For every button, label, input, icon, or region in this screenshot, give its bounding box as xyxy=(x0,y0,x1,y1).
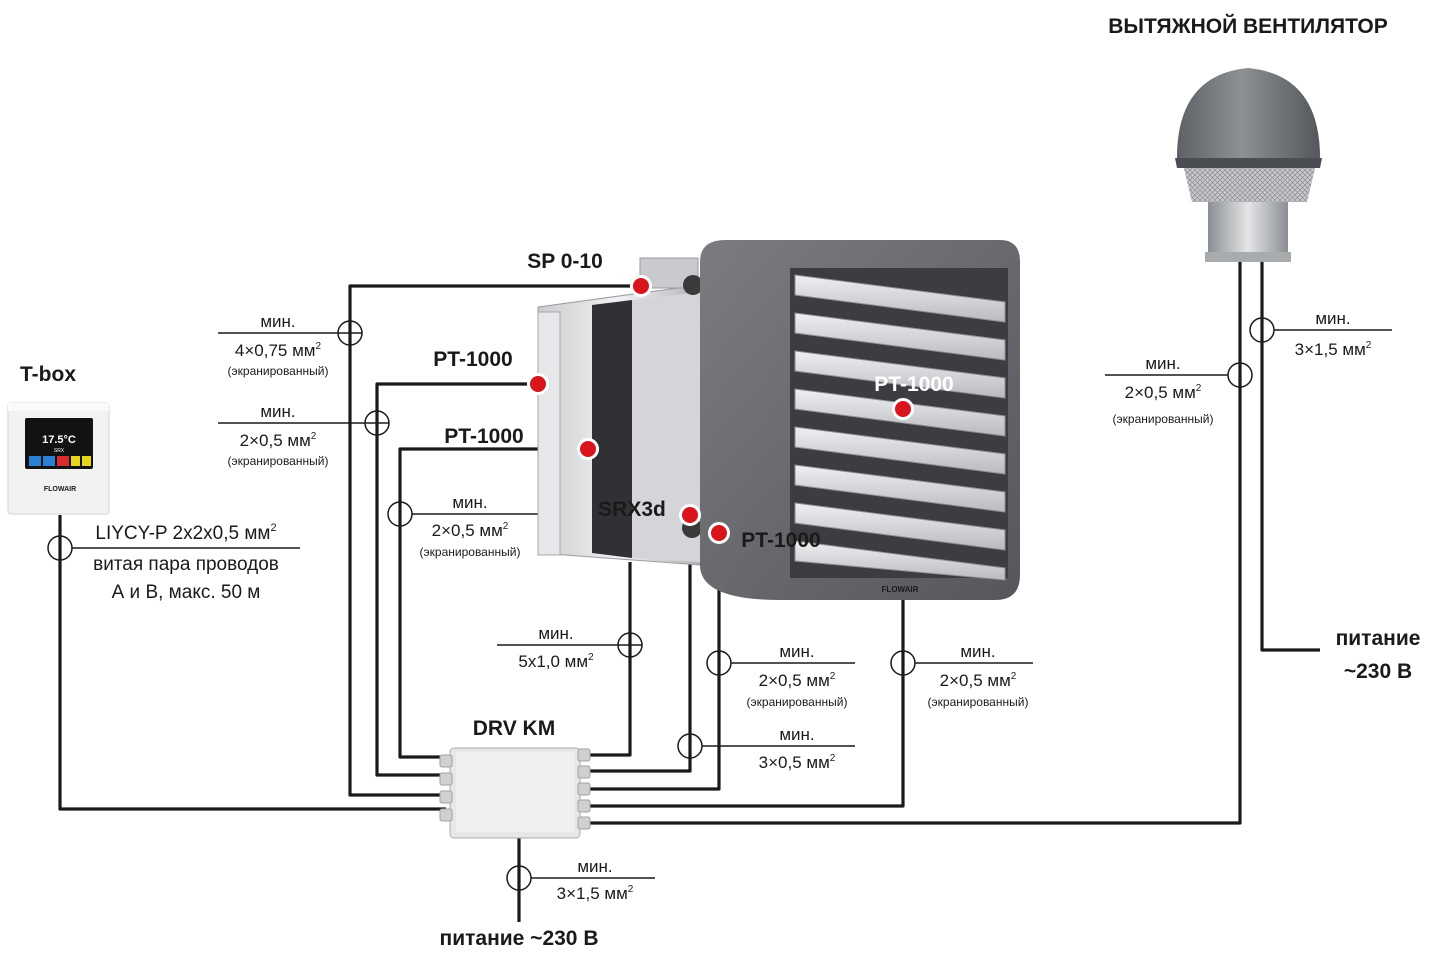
tbox-label: T-box xyxy=(20,363,76,386)
svg-text:мин.: мин. xyxy=(779,642,814,661)
cable-label-fan-power: мин. 3×1,5 мм2 xyxy=(1295,309,1372,359)
heater-unit: FLOWAIR xyxy=(537,240,1020,600)
sensor-label-pt1: PT-1000 xyxy=(433,348,512,371)
wires xyxy=(58,262,1320,922)
svg-text:2×0,5 мм2: 2×0,5 мм2 xyxy=(1125,383,1202,402)
wire-pt3 xyxy=(583,533,721,791)
tbox-cable-label: LIYCY-P 2x2x0,5 мм2 витая пара проводов … xyxy=(93,522,279,603)
svg-text:(экранированный): (экранированный) xyxy=(420,545,521,559)
tbox-cable-line1: LIYCY-P 2x2x0,5 мм xyxy=(95,523,270,544)
wire-tbox xyxy=(58,515,446,811)
controller-label: DRV KM xyxy=(473,717,555,740)
svg-text:мин.: мин. xyxy=(577,857,612,876)
cable-label-pt3: мин. 2×0,5 мм2 (экранированный) xyxy=(747,642,848,709)
svg-text:4×0,75 мм2: 4×0,75 мм2 xyxy=(235,341,322,360)
wire-sp xyxy=(348,284,640,797)
svg-text:(экранированный): (экранированный) xyxy=(928,695,1029,709)
cable-label-valve: мин. 3×0,5 мм2 xyxy=(759,725,836,772)
sensor-dot-pt3 xyxy=(708,522,730,544)
svg-text:SRX: SRX xyxy=(54,448,65,454)
exhaust-fan xyxy=(1175,68,1322,262)
svg-text:мин.: мин. xyxy=(1145,354,1180,373)
tbox-cable-line3: А и В, макс. 50 м xyxy=(112,582,261,603)
cable-label-srx: мин. 5x1,0 мм2 xyxy=(518,624,594,671)
svg-text:3×0,5 мм2: 3×0,5 мм2 xyxy=(759,753,836,772)
sensor-dots xyxy=(527,275,914,544)
svg-text:(экранированный): (экранированный) xyxy=(1113,412,1214,426)
svg-text:3×1,5 мм2: 3×1,5 мм2 xyxy=(1295,340,1372,359)
tbox-screen-temp: 17.5°C xyxy=(42,434,76,446)
heater-brand: FLOWAIR xyxy=(882,585,919,594)
wire-fan-signal xyxy=(583,262,1242,825)
power-label-right-2: ~230 В xyxy=(1344,660,1412,683)
svg-text:(экранированный): (экранированный) xyxy=(228,364,329,378)
sensor-label-pt4: PT-1000 xyxy=(874,373,953,396)
svg-text:(экранированный): (экранированный) xyxy=(747,695,848,709)
cable-label-pt2: мин. 2×0,5 мм2 (экранированный) xyxy=(420,493,521,559)
svg-text:мин.: мин. xyxy=(538,624,573,643)
svg-text:(экранированный): (экранированный) xyxy=(228,454,329,468)
sensor-dot-srx xyxy=(679,504,701,526)
svg-text:2×0,5 мм2: 2×0,5 мм2 xyxy=(940,671,1017,690)
wire-srx xyxy=(583,562,632,757)
drv-km-box xyxy=(439,747,591,839)
sensor-dot-pt1 xyxy=(527,373,549,395)
wire-pt1 xyxy=(375,382,537,777)
wire-fan-power xyxy=(1260,262,1320,652)
svg-text:мин.: мин. xyxy=(960,642,995,661)
svg-text:2×0,5 мм2: 2×0,5 мм2 xyxy=(432,521,509,540)
sensor-dot-pt2 xyxy=(577,438,599,460)
svg-text:мин.: мин. xyxy=(260,402,295,421)
wire-valve xyxy=(583,515,692,773)
sensor-label-sp: SP 0-10 xyxy=(527,250,603,273)
svg-text:2×0,5 мм2: 2×0,5 мм2 xyxy=(759,671,836,690)
svg-text:мин.: мин. xyxy=(260,312,295,331)
svg-text:2×0,5 мм2: 2×0,5 мм2 xyxy=(240,431,317,450)
sensor-dot-sp xyxy=(630,275,652,297)
svg-text:мин.: мин. xyxy=(1315,309,1350,328)
cable-label-sp: мин. 4×0,75 мм2 (экранированный) xyxy=(228,312,329,378)
svg-text:LIYCY-P 2x2x0,5 мм2: LIYCY-P 2x2x0,5 мм2 xyxy=(95,522,276,544)
cable-label-fan-signal: мин. 2×0,5 мм2 (экранированный) xyxy=(1113,354,1214,426)
tbox-device: 17.5°C SRX FLOWAIR xyxy=(7,402,110,515)
tbox-brand: FLOWAIR xyxy=(44,486,76,493)
svg-text:мин.: мин. xyxy=(452,493,487,512)
cable-label-pt4: мин. 2×0,5 мм2 (экранированный) xyxy=(928,642,1029,709)
sensor-dot-pt4 xyxy=(892,398,914,420)
cable-label-power: мин. 3×1,5 мм2 xyxy=(557,857,634,903)
sensor-label-srx: SRX3d xyxy=(598,498,666,521)
sensor-label-pt3: PT-1000 xyxy=(741,529,820,552)
tbox-cable-line2: витая пара проводов xyxy=(93,554,279,575)
svg-text:мин.: мин. xyxy=(779,725,814,744)
sensor-label-pt2: PT-1000 xyxy=(444,425,523,448)
fan-title: ВЫТЯЖНОЙ ВЕНТИЛЯТОР xyxy=(1108,14,1388,38)
power-label-bottom: питание ~230 В xyxy=(440,927,599,950)
svg-text:5x1,0 мм2: 5x1,0 мм2 xyxy=(518,652,594,671)
svg-text:3×1,5 мм2: 3×1,5 мм2 xyxy=(557,884,634,903)
wire-pt2 xyxy=(398,447,588,759)
cable-label-pt1: мин. 2×0,5 мм2 (экранированный) xyxy=(228,402,329,468)
power-label-right-1: питание xyxy=(1336,627,1421,650)
